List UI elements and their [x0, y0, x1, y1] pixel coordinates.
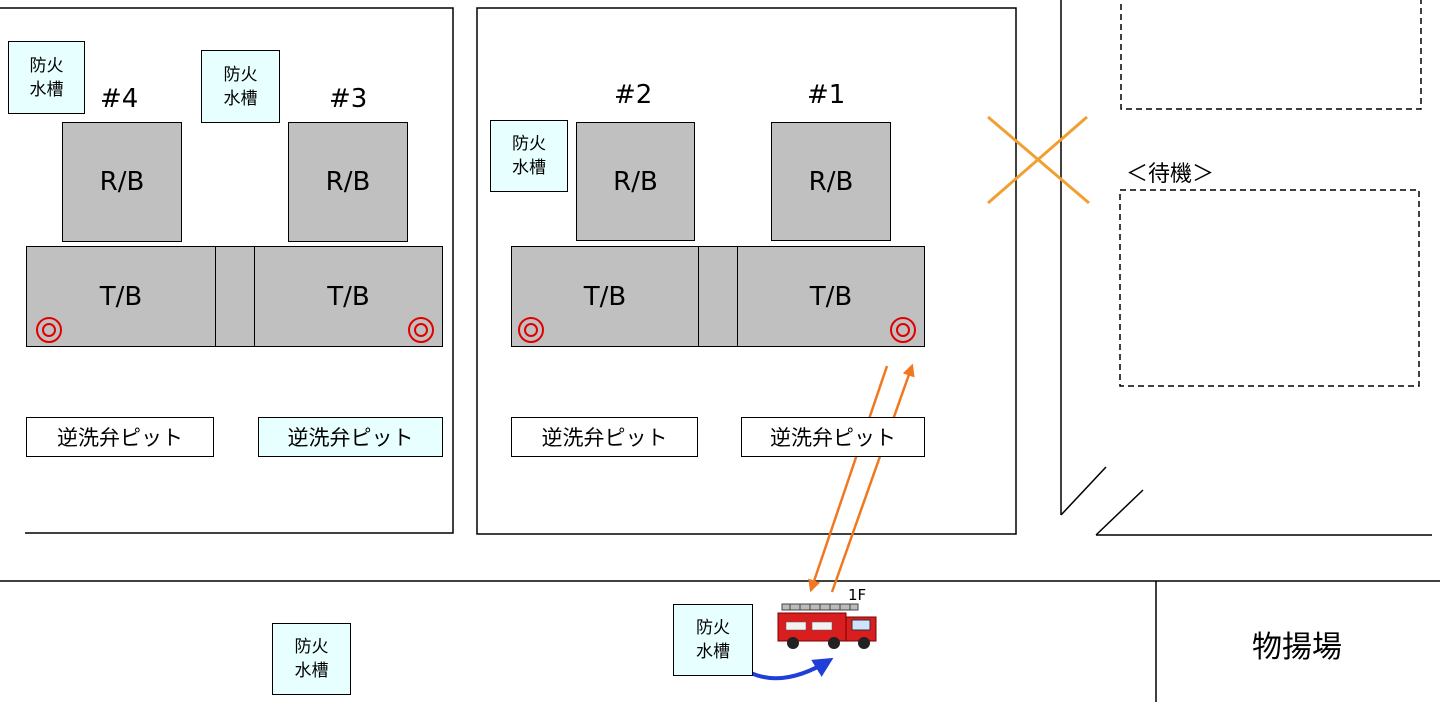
- fire-water-tank-label: 水槽: [29, 79, 64, 100]
- fire-water-tank: 防火 水槽: [8, 41, 85, 114]
- turbine-building-connector: [215, 246, 255, 347]
- fire-water-tank-label: 水槽: [294, 661, 329, 681]
- road-corner-line: [1060, 466, 1107, 516]
- standby-label: ＜待機＞: [1126, 162, 1215, 187]
- hose-route-arrow-down: [808, 365, 889, 593]
- blocked-route-cross: [987, 115, 1088, 205]
- standby-area-upper: [1120, 0, 1422, 110]
- fire-water-tank: 防火 水槽: [201, 50, 280, 123]
- storage-yard-label: 物揚場: [1252, 630, 1342, 665]
- fire-water-tank: 防火 水槽: [673, 604, 753, 676]
- water-draw-arrow: [740, 657, 834, 681]
- backwash-valve-pit: 逆洗弁ピット: [26, 417, 214, 457]
- unit-1-reactor-building: R/B: [771, 122, 891, 241]
- hydrant-icon: [518, 317, 544, 343]
- hose-route-arrow-up: [830, 363, 915, 593]
- fire-water-tank-label: 防火: [512, 134, 546, 154]
- fire-water-tank-label: 水槽: [223, 88, 258, 109]
- unit-1-label: #1: [807, 80, 846, 110]
- turbine-building-connector: [698, 246, 738, 347]
- unit-2-label: #2: [614, 80, 653, 110]
- fire-water-tank-label: 防火: [29, 55, 64, 76]
- unit-4-reactor-building: R/B: [62, 122, 182, 242]
- standby-area-lower: [1119, 189, 1420, 387]
- unit-2-reactor-building: R/B: [576, 122, 695, 241]
- unit-4-label: #4: [100, 84, 139, 114]
- backwash-valve-pit: 逆洗弁ピット: [258, 417, 443, 457]
- units-1-2-site-boundary: [476, 7, 1017, 535]
- fire-water-tank: 防火 水槽: [490, 120, 568, 192]
- fire-truck-icon: [777, 603, 877, 649]
- hydrant-icon: [36, 317, 62, 343]
- fire-water-tank-label: 防火: [223, 64, 258, 85]
- unit-3-reactor-building: R/B: [288, 122, 408, 242]
- hydrant-icon: [890, 317, 916, 343]
- units-3-4-site-boundary: [0, 7, 454, 534]
- fire-water-tank-label: 水槽: [512, 158, 546, 178]
- fire-water-tank: 防火 水槽: [272, 623, 351, 695]
- hydrant-icon: [408, 317, 434, 343]
- road-corner-line: [1095, 489, 1144, 536]
- fire-water-tank-label: 防火: [294, 637, 329, 657]
- unit-3-label: #3: [329, 84, 368, 114]
- fire-truck-floor-label: 1F: [848, 586, 867, 604]
- fire-water-tank-label: 防火: [696, 618, 730, 638]
- fire-water-tank-label: 水槽: [696, 642, 730, 662]
- backwash-valve-pit: 逆洗弁ピット: [741, 417, 925, 457]
- backwash-valve-pit: 逆洗弁ピット: [511, 417, 698, 457]
